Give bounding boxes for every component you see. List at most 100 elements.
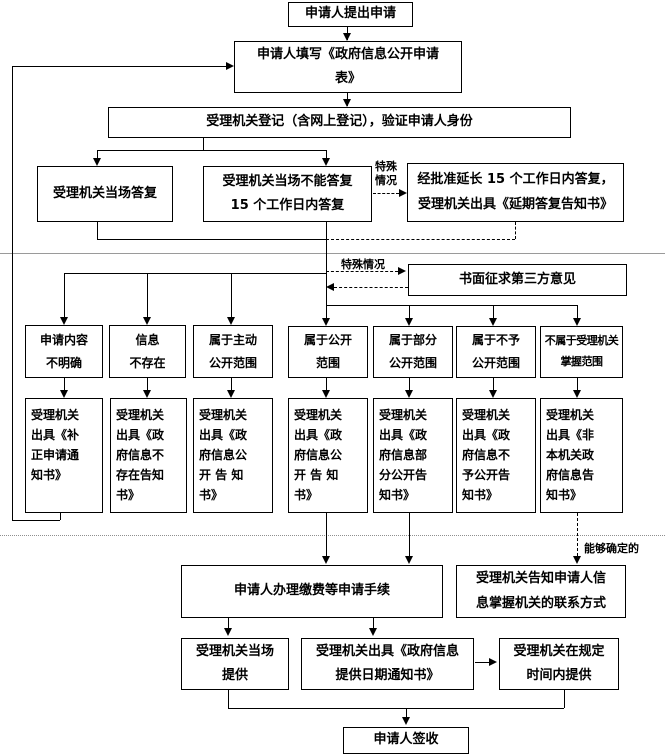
- section-divider-2: [0, 535, 665, 536]
- node-doc-amend: 受理机关 出具《补 正申请通 知书》: [25, 398, 103, 513]
- arrowhead-down: [573, 556, 581, 564]
- node-sign: 申请人签收: [343, 727, 469, 754]
- node-inform-contact: 受理机关告知申请人信 息掌握机关的联系方式: [456, 565, 626, 618]
- arrowhead-down: [224, 628, 232, 636]
- connector-case-doc: [493, 378, 494, 390]
- connector-to-case-partial: [409, 305, 410, 318]
- arrowhead-right: [226, 62, 234, 70]
- label-can-determine: 能够确定的: [584, 542, 639, 555]
- connector-provide-sign: [406, 708, 407, 717]
- node-doc-not-exist: 受理机关 出具《政 府信息不 存在告知 书》: [110, 398, 187, 513]
- arrowhead-down: [573, 318, 581, 326]
- section-divider-1: [0, 253, 665, 254]
- label-special-case-top: 特殊 情况: [375, 160, 397, 187]
- node-case-not-exist: 信息 不存在: [109, 325, 186, 378]
- connector-provide-sign: [228, 690, 229, 708]
- connector-amend-loop: [12, 66, 226, 67]
- node-provide-onspot: 受理机关当场 提供: [181, 638, 289, 690]
- connector-to-case-not-exist: [147, 273, 148, 317]
- arrowhead-down: [322, 390, 330, 398]
- arrowhead-down: [143, 317, 151, 325]
- connector-provide-sign: [564, 690, 565, 708]
- arrowhead-down: [489, 390, 497, 398]
- connector-case-doc: [64, 378, 65, 390]
- arrowhead-right: [489, 658, 497, 666]
- node-doc-proactive: 受理机关 出具《政 府信息公 开 告 知 书》: [193, 398, 273, 513]
- node-case-not-held: 不属于受理机关 掌握范围: [540, 326, 623, 378]
- connector-extend-return: [326, 239, 515, 240]
- arrowhead-down: [343, 33, 351, 41]
- connector-feeder-left: [64, 273, 326, 274]
- node-case-proactive: 属于主动 公开范围: [193, 325, 273, 378]
- node-fill-form: 申请人填写《政府信息公开申请 表》: [234, 41, 462, 93]
- connector-amend-loop: [12, 520, 60, 521]
- node-answer-within-15-days: 受理机关当场不能答复 15 个工作日内答复: [203, 166, 372, 222]
- arrowhead-down: [405, 556, 413, 564]
- arrowhead-down: [60, 390, 68, 398]
- connector-amend-loop: [60, 513, 61, 520]
- connector-notice-provide: [475, 662, 489, 663]
- connector-extend-return: [515, 222, 516, 239]
- node-register: 受理机关登记（含网上登记），验证申请人身份: [108, 107, 571, 138]
- arrowhead-right: [398, 267, 406, 275]
- node-case-public: 属于公开 范围: [288, 326, 368, 378]
- arrowhead-down: [405, 318, 413, 326]
- node-provide-within-time: 受理机关在规定 时间内提供: [499, 638, 619, 690]
- connector-provide-sign: [228, 708, 564, 709]
- connector-nothheld-contact: [577, 513, 578, 556]
- label-special-case-mid: 特殊情况: [341, 258, 385, 271]
- arrowhead-down: [227, 317, 235, 325]
- node-doc-partial: 受理机关 出具《政 府信息部 分公开告 知书》: [373, 398, 453, 513]
- connector-register-split: [97, 150, 326, 151]
- connector-case-doc: [147, 378, 148, 390]
- connector-case-doc: [409, 378, 410, 390]
- node-submit: 申请人提出申请: [288, 2, 413, 27]
- connector-onspot-merge: [97, 239, 326, 240]
- connector-to-case-not-held: [577, 305, 578, 318]
- connector-doc-fee: [409, 513, 410, 556]
- arrowhead-down: [227, 390, 235, 398]
- node-notice-date: 受理机关出具《政府信息 提供日期通知书》: [301, 638, 474, 690]
- connector-to-case-refuse: [493, 305, 494, 318]
- connector-amend-loop: [12, 66, 13, 520]
- node-doc-refuse: 受理机关 出具《政 府信息不 予公开告 知书》: [456, 398, 536, 513]
- node-pay-fee: 申请人办理缴费等申请手续: [181, 565, 443, 618]
- node-case-partial: 属于部分 公开范围: [373, 326, 453, 378]
- arrowhead-right: [399, 189, 407, 197]
- connector-fee-notice: [373, 618, 374, 628]
- node-case-refuse: 属于不予 公开范围: [456, 326, 536, 378]
- connector-thirdparty-return: [334, 287, 408, 288]
- arrowhead-down: [322, 318, 330, 326]
- connector-fee-onspot: [228, 618, 229, 628]
- connector-to-case-proactive: [231, 273, 232, 317]
- arrowhead-down: [343, 99, 351, 107]
- arrowhead-down: [93, 158, 101, 166]
- connector-case-doc: [326, 378, 327, 390]
- node-case-unclear: 申请内容 不明确: [25, 325, 103, 378]
- connector-onspot-down: [97, 222, 98, 239]
- arrowhead-left: [326, 283, 334, 291]
- connector-case-doc: [577, 378, 578, 390]
- connector-special-thirdparty: [326, 271, 398, 272]
- arrowhead-down: [405, 390, 413, 398]
- connector-case-doc: [231, 378, 232, 390]
- arrowhead-down: [573, 390, 581, 398]
- node-doc-not-held: 受理机关 出具《非 本机关政 府信息告 知书》: [540, 398, 623, 513]
- node-extend-reply: 经批准延长 15 个工作日内答复， 受理机关出具《延期答复告知书》: [407, 163, 624, 222]
- arrowhead-down: [60, 317, 68, 325]
- node-doc-public: 受理机关 出具《政 府信息公 开 告 知 书》: [288, 398, 368, 513]
- arrowhead-down: [322, 556, 330, 564]
- connector-special-extend: [373, 193, 399, 194]
- node-answer-onspot: 受理机关当场答复: [37, 166, 173, 222]
- connector-to-case-unclear: [64, 273, 65, 317]
- arrowhead-down: [369, 628, 377, 636]
- connector-doc-fee: [326, 513, 327, 556]
- arrowhead-down: [402, 717, 410, 725]
- connector-to-onspot: [97, 150, 98, 158]
- connector-register-split: [203, 138, 204, 151]
- connector-main-vertical: [326, 222, 327, 305]
- connector-feeder-right: [326, 305, 577, 306]
- arrowhead-down: [489, 318, 497, 326]
- connector-to-within15: [326, 150, 327, 158]
